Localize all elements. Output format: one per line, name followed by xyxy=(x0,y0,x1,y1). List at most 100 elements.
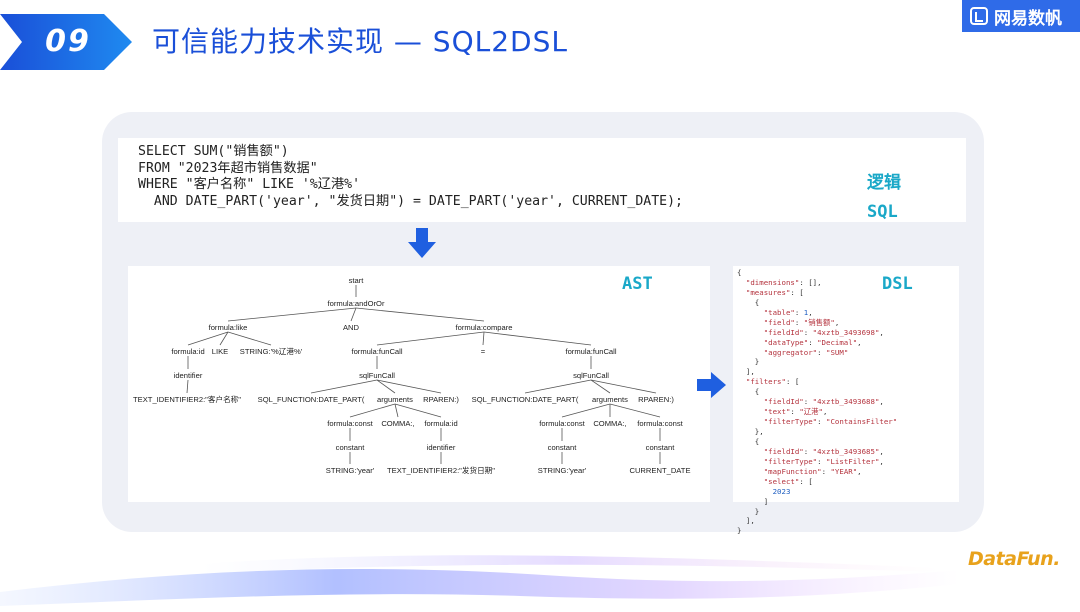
ast-tree-box: start formula:andOrOr formula:like AND formu… xyxy=(128,266,710,502)
ast-node-fcon2: formula:const xyxy=(539,419,585,428)
down-arrow-icon xyxy=(408,228,436,264)
dsl-token: "filters" xyxy=(745,377,786,387)
ast-node-fid2: formula:id xyxy=(424,419,457,428)
sql-label-line1: 逻辑 xyxy=(867,173,901,193)
ast-edge xyxy=(349,403,396,418)
dsl-token: "table" xyxy=(763,307,795,317)
dsl-token: : xyxy=(790,407,800,417)
ast-node-rp1: RPAREN:) xyxy=(423,395,459,404)
dsl-token: ], xyxy=(737,516,755,526)
dsl-token: { xyxy=(737,436,760,446)
dsl-token: "dataType" xyxy=(763,337,809,347)
ast-node-start: start xyxy=(349,276,365,285)
dsl-token: : xyxy=(794,317,804,327)
ast-edge xyxy=(355,307,485,322)
dsl-code: { "dimensions": [], "measures": [ { "tab… xyxy=(737,268,897,536)
logo-text: 网易数帆 xyxy=(994,8,1062,29)
dsl-token: "Decimal" xyxy=(817,337,858,347)
dsl-token xyxy=(737,417,764,426)
dsl-token: , xyxy=(879,397,884,407)
dsl-token xyxy=(737,288,746,297)
dsl-token xyxy=(737,457,764,466)
section-badge: 09 xyxy=(0,14,132,70)
ast-node-like: formula:like xyxy=(209,323,248,332)
section-number: 09 xyxy=(45,24,91,59)
dsl-token: , xyxy=(879,446,884,456)
ast-edge xyxy=(482,331,485,346)
dsl-token: : xyxy=(817,456,827,466)
dsl-token: , xyxy=(879,456,884,466)
dsl-code-box: { "dimensions": [], "measures": [ { "tab… xyxy=(733,266,959,535)
dsl-token: : [ xyxy=(799,476,813,486)
dsl-token: "fieldId" xyxy=(763,446,804,456)
ast-node-fc1: formula:funCall xyxy=(351,347,402,356)
dsl-token: "field" xyxy=(763,317,795,327)
ast-node-ident1: identifier xyxy=(174,371,203,380)
ast-node-fc2: formula:funCall xyxy=(565,347,616,356)
ast-node-sqf2: sqlFunCall xyxy=(573,371,609,380)
ast-node-comma1: COMMA:, xyxy=(381,419,414,428)
ast-node-fcon1: formula:const xyxy=(327,419,373,428)
ast-node-const1: constant xyxy=(336,443,366,452)
dsl-token: "aggregator" xyxy=(763,347,818,357)
dsl-token: , xyxy=(834,317,840,327)
dsl-token: : [ xyxy=(785,377,800,387)
ast-edge xyxy=(376,379,442,394)
ast-node-curdate: CURRENT_DATE xyxy=(629,466,690,475)
dsl-token: : xyxy=(808,337,818,347)
ast-edge xyxy=(227,331,272,346)
ast-edge xyxy=(524,379,592,394)
ast-node-likekw: LIKE xyxy=(212,347,228,356)
ast-edge xyxy=(376,331,485,346)
ast-edge xyxy=(376,379,396,394)
ast-node-sqf1: sqlFunCall xyxy=(359,371,395,380)
dsl-token: "4xztb_3493698" xyxy=(812,327,880,337)
dsl-token: { xyxy=(737,297,760,307)
right-arrow-icon xyxy=(697,372,727,402)
dsl-token: , xyxy=(823,407,828,417)
decorative-wave xyxy=(0,540,960,612)
ast-node-const3: constant xyxy=(646,443,676,452)
dsl-token: 1 xyxy=(803,307,809,317)
dsl-token: "filterType" xyxy=(763,417,818,427)
dsl-token: } xyxy=(737,506,760,516)
ast-label: AST xyxy=(622,274,653,294)
sql-code: SELECT SUM("销售额") FROM "2023年超市销售数据" WHE… xyxy=(138,144,684,209)
ast-edge xyxy=(186,379,189,394)
dsl-token xyxy=(737,447,764,456)
dsl-token: "mapFunction" xyxy=(763,466,822,476)
ast-node-fid1: formula:id xyxy=(171,347,204,356)
ast-edge xyxy=(227,307,357,322)
dsl-token: "SUM" xyxy=(826,347,849,357)
dsl-token: , xyxy=(857,337,862,347)
ast-edge xyxy=(394,403,442,418)
ast-node-and: AND xyxy=(343,323,360,332)
dsl-token xyxy=(737,308,764,317)
dsl-token xyxy=(737,377,746,386)
ast-node-sf1: SQL_FUNCTION:DATE_PART( xyxy=(258,395,365,404)
ast-node-andOrOr: formula:andOrOr xyxy=(328,299,385,308)
ast-edge xyxy=(483,331,592,346)
ast-node-fcon3: formula:const xyxy=(637,419,683,428)
dsl-label: DSL xyxy=(882,274,913,294)
dsl-token: : xyxy=(821,466,831,476)
dsl-token: "ListFilter" xyxy=(826,456,880,466)
ast-node-ident2: identifier xyxy=(427,443,456,452)
dsl-token: "measures" xyxy=(745,287,791,297)
ast-node-args1: arguments xyxy=(377,395,413,404)
dsl-token xyxy=(737,487,773,496)
ast-edge xyxy=(590,379,657,394)
ast-node-eq: = xyxy=(481,347,486,356)
dsl-token: : xyxy=(803,397,813,407)
dsl-token: }, xyxy=(737,427,764,436)
ast-edge xyxy=(394,403,399,418)
dsl-token: "YEAR" xyxy=(830,466,858,476)
dsl-token: : [ xyxy=(790,287,804,297)
ast-edge xyxy=(310,379,378,394)
ast-node-str1: STRING:'%辽港%' xyxy=(240,346,303,356)
ast-node-comma2: COMMA:, xyxy=(593,419,626,428)
ast-node-compare: formula:compare xyxy=(456,323,513,332)
page-title: 可信能力技术实现 — SQL2DSL xyxy=(152,25,568,58)
dsl-token xyxy=(737,397,764,406)
dsl-token xyxy=(737,467,764,476)
